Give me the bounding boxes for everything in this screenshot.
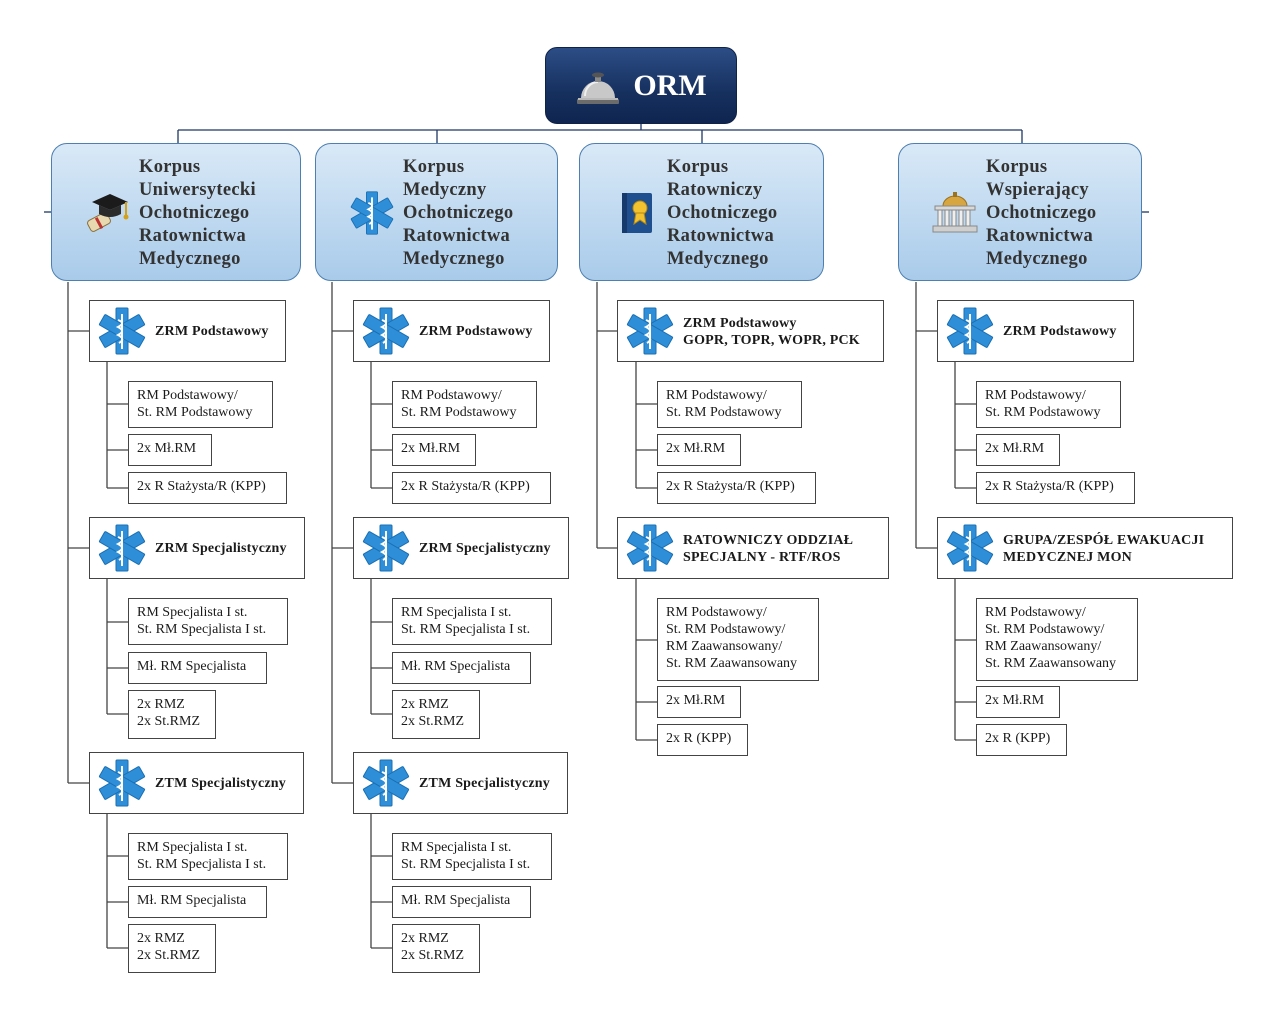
role-box: RM Podstawowy/ St. RM Podstawowy [128, 381, 273, 428]
unit-title: GRUPA/ZESPÓŁ EWAKUACJI MEDYCZNEJ MON [1003, 533, 1205, 565]
role-box: 2x Mł.RM [976, 686, 1060, 718]
role-box: RM Podstawowy/ St. RM Podstawowy/ RM Zaa… [657, 598, 819, 681]
role-box: 2x Mł.RM [657, 686, 741, 718]
unit-ztm-specjalistyczny[interactable]: ZTM Specjalistyczny [353, 752, 568, 814]
role-box: 2x RMZ 2x St.RMZ [128, 690, 216, 739]
unit-zrm-podstawowy[interactable]: ZRM Podstawowy [89, 300, 286, 362]
government-building-icon [932, 192, 978, 233]
unit-title: ZTM Specjalistyczny [155, 776, 286, 791]
role-box: RM Podstawowy/ St. RM Podstawowy [976, 381, 1121, 428]
corps-title: Korpus Wspierający Ochotniczego Ratownic… [986, 157, 1097, 269]
role-box: 2x R Stażysta/R (KPP) [392, 472, 551, 504]
corps-title: Korpus Uniwersytecki Ochotniczego Ratown… [139, 157, 256, 269]
unit-title: ZTM Specjalistyczny [419, 776, 550, 791]
star-of-life-icon [946, 307, 994, 355]
role-box: Mł. RM Specjalista [128, 886, 267, 918]
role-box: Mł. RM Specjalista [392, 886, 531, 918]
role-box: Mł. RM Specjalista [392, 652, 531, 684]
unit-zrm-podstawowy-gopr[interactable]: ZRM Podstawowy GOPR, TOPR, WOPR, PCK [617, 300, 884, 362]
star-of-life-icon [98, 524, 146, 572]
role-box: 2x R (KPP) [657, 724, 748, 756]
role-box: 2x R Stażysta/R (KPP) [657, 472, 816, 504]
unit-title: ZRM Podstawowy [419, 324, 533, 339]
unit-title: ZRM Podstawowy [1003, 324, 1117, 339]
award-book-icon [622, 193, 652, 233]
star-of-life-icon [362, 759, 410, 807]
star-of-life-icon [626, 524, 674, 572]
role-box: RM Podstawowy/ St. RM Podstawowy [392, 381, 537, 428]
unit-zrm-specjalistyczny[interactable]: ZRM Specjalistyczny [353, 517, 569, 579]
corps-card-wspierajacy[interactable]: Korpus Wspierający Ochotniczego Ratownic… [898, 143, 1142, 281]
unit-zrm-specjalistyczny[interactable]: ZRM Specjalistyczny [89, 517, 305, 579]
unit-zrm-podstawowy[interactable]: ZRM Podstawowy [353, 300, 550, 362]
role-box: 2x RMZ 2x St.RMZ [392, 690, 480, 739]
unit-title: RATOWNICZY ODDZIAŁ SPECJALNY - RTF/ROS [683, 533, 854, 565]
role-box: 2x RMZ 2x St.RMZ [392, 924, 480, 973]
role-box: 2x R Stażysta/R (KPP) [128, 472, 287, 504]
role-box: 2x R Stażysta/R (KPP) [976, 472, 1135, 504]
star-of-life-icon [98, 307, 146, 355]
role-box: 2x Mł.RM [128, 434, 212, 466]
unit-title: ZRM Specjalistyczny [155, 541, 287, 556]
unit-title: ZRM Specjalistyczny [419, 541, 551, 556]
unit-title: ZRM Podstawowy [155, 324, 269, 339]
star-of-life-icon [626, 307, 674, 355]
star-of-life-icon [946, 524, 994, 572]
unit-title: ZRM Podstawowy GOPR, TOPR, WOPR, PCK [683, 316, 860, 348]
role-box: 2x Mł.RM [976, 434, 1060, 466]
role-box: RM Podstawowy/ St. RM Podstawowy/ RM Zaa… [976, 598, 1138, 681]
role-box: RM Podstawowy/ St. RM Podstawowy [657, 381, 802, 428]
root-title: ORM [633, 68, 707, 102]
star-of-life-icon [350, 191, 394, 235]
role-box: 2x Mł.RM [657, 434, 741, 466]
corps-card-medyczny[interactable]: Korpus Medyczny Ochotniczego Ratownictwa… [315, 143, 558, 281]
role-box: RM Specjalista I st. St. RM Specjalista … [128, 598, 288, 645]
star-of-life-icon [98, 759, 146, 807]
role-box: 2x R (KPP) [976, 724, 1067, 756]
unit-ratowniczy-oddzial-specjalny[interactable]: RATOWNICZY ODDZIAŁ SPECJALNY - RTF/ROS [617, 517, 889, 579]
service-bell-icon [577, 72, 620, 104]
role-box: RM Specjalista I st. St. RM Specjalista … [392, 598, 552, 645]
graduation-cap-diploma-icon [87, 194, 129, 232]
unit-grupa-zespol-ewakuacji-mon[interactable]: GRUPA/ZESPÓŁ EWAKUACJI MEDYCZNEJ MON [937, 517, 1233, 579]
corps-card-ratowniczy[interactable]: Korpus Ratowniczy Ochotniczego Ratownict… [579, 143, 824, 281]
unit-zrm-podstawowy[interactable]: ZRM Podstawowy [937, 300, 1134, 362]
role-box: 2x Mł.RM [392, 434, 476, 466]
role-box: Mł. RM Specjalista [128, 652, 267, 684]
orm-root-node[interactable]: ORM [545, 47, 737, 124]
star-of-life-icon [362, 307, 410, 355]
corps-card-uniwersytecki[interactable]: Korpus Uniwersytecki Ochotniczego Ratown… [51, 143, 301, 281]
star-of-life-icon [362, 524, 410, 572]
unit-ztm-specjalistyczny[interactable]: ZTM Specjalistyczny [89, 752, 304, 814]
role-box: RM Specjalista I st. St. RM Specjalista … [392, 833, 552, 880]
role-box: 2x RMZ 2x St.RMZ [128, 924, 216, 973]
role-box: RM Specjalista I st. St. RM Specjalista … [128, 833, 288, 880]
corps-title: Korpus Medyczny Ochotniczego Ratownictwa… [403, 157, 514, 269]
corps-title: Korpus Ratowniczy Ochotniczego Ratownict… [667, 157, 778, 269]
